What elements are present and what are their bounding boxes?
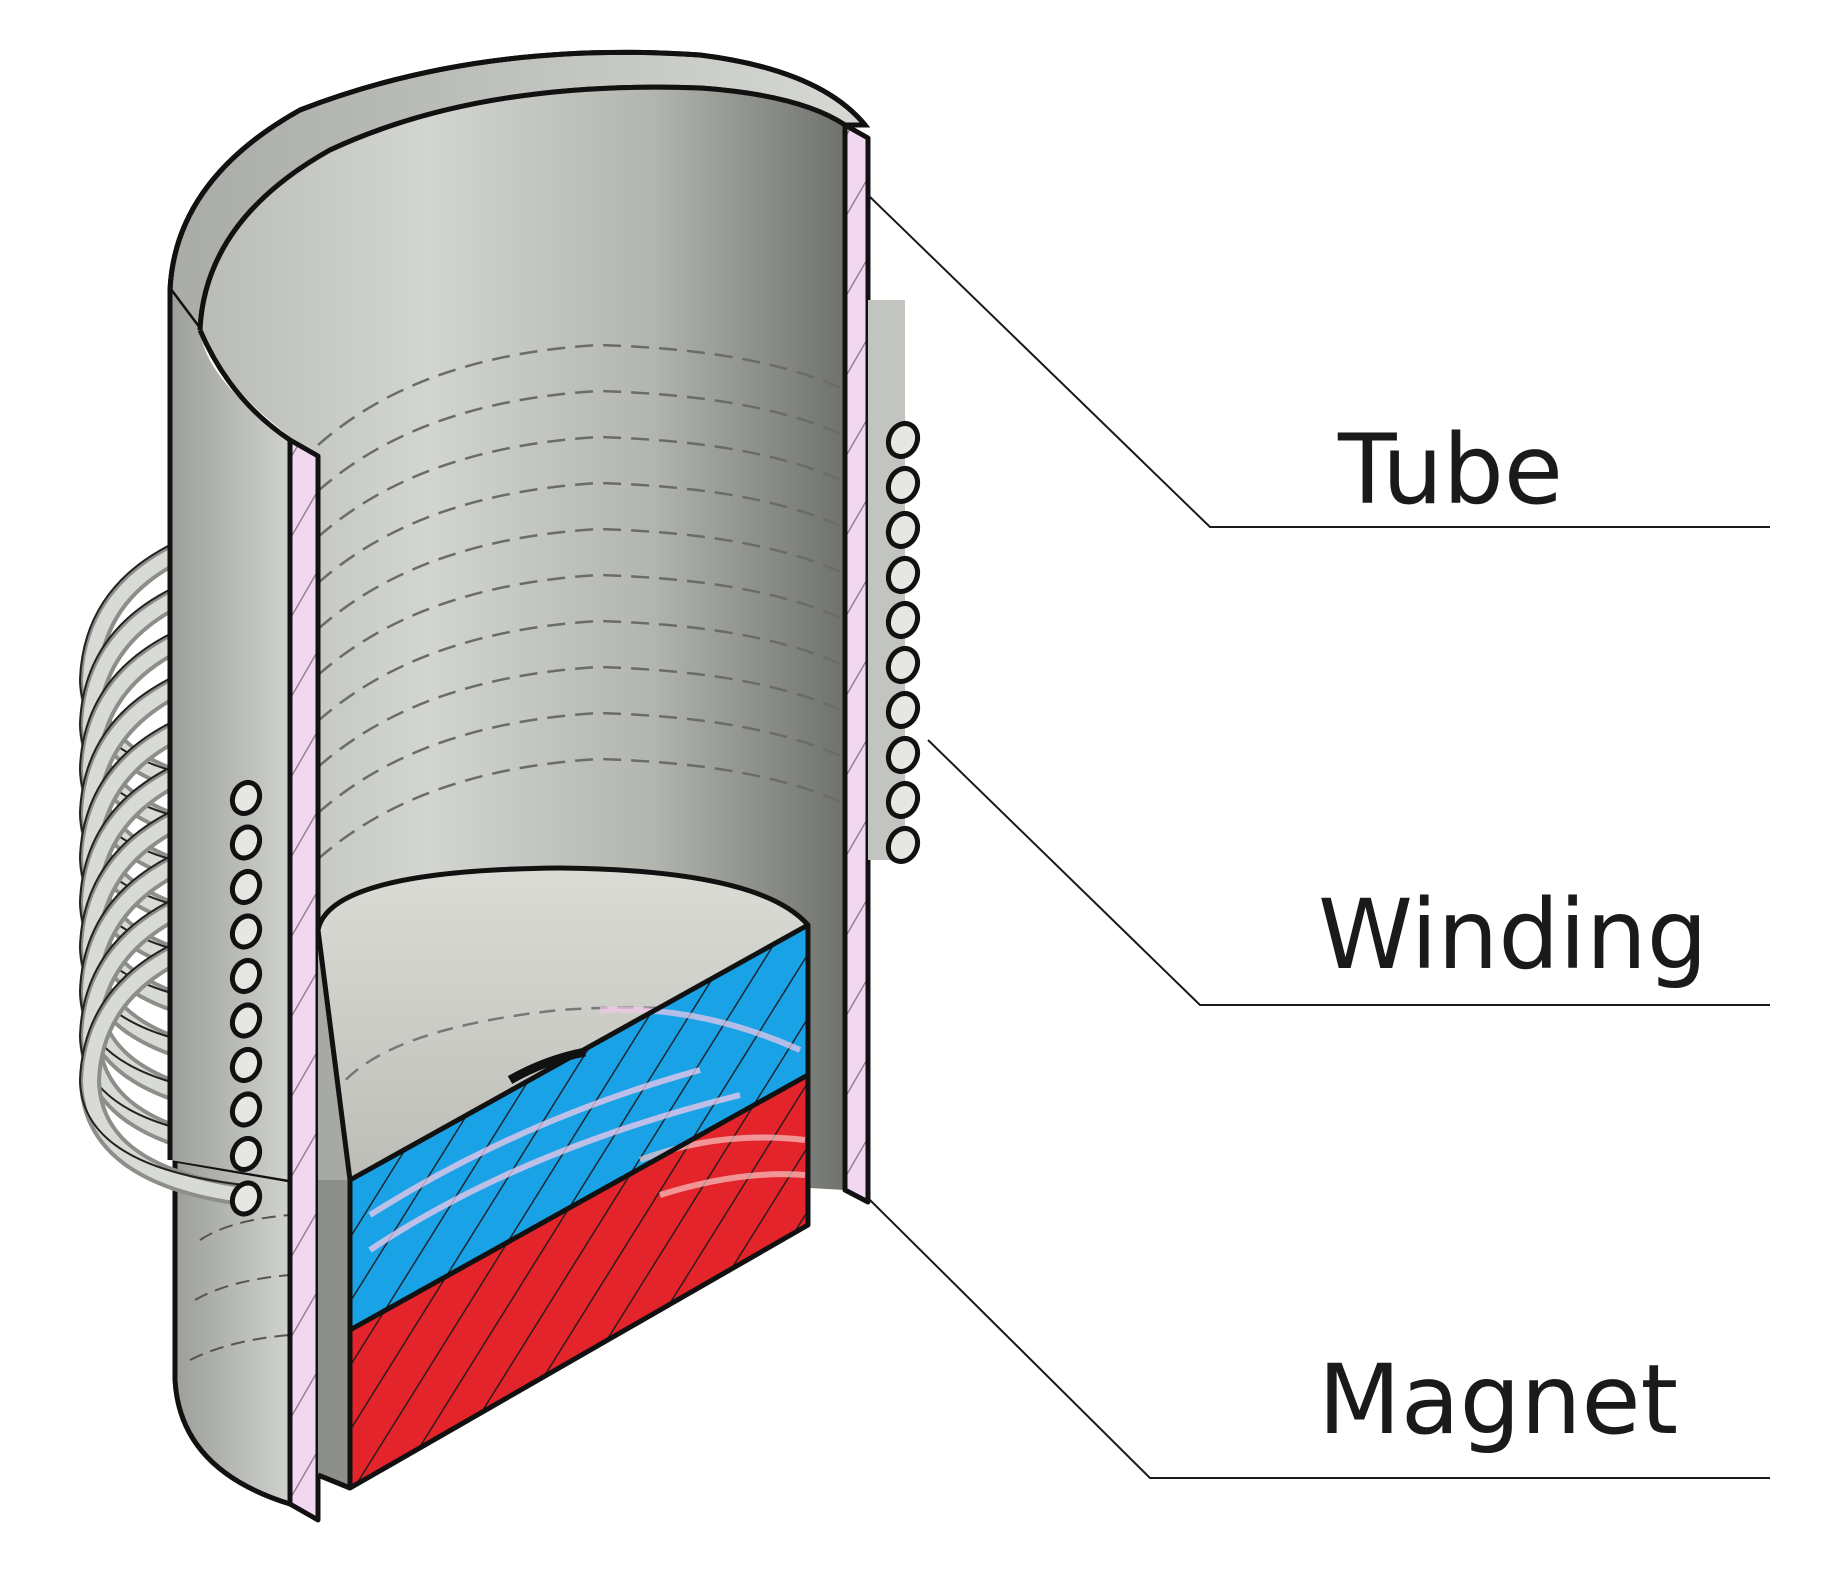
- winding-hidden-line: [317, 757, 846, 860]
- label-magnet: Magnet: [1318, 1344, 1678, 1456]
- label-tube: Tube: [1337, 414, 1563, 526]
- tube-wall-section-right: [842, 122, 871, 1205]
- winding-hidden-line: [317, 665, 846, 768]
- winding-cross-section: [885, 465, 921, 505]
- winding-hidden-line: [317, 527, 846, 630]
- winding-cross-section: [229, 824, 263, 861]
- winding-cross-section: [229, 1046, 263, 1084]
- winding-hidden-line: [317, 389, 846, 492]
- winding-cross-section: [885, 555, 921, 595]
- tube-lower-section: [172, 1157, 293, 1508]
- winding-cross-section: [229, 1002, 263, 1039]
- label-winding: Winding: [1318, 879, 1708, 991]
- winding-cross-section: [885, 780, 921, 820]
- winding-hidden-line: [317, 573, 846, 676]
- winding-cross-section: [229, 1135, 263, 1173]
- leader-tube: [867, 194, 1770, 528]
- winding-cross-section: [885, 645, 921, 685]
- winding-cross-section: [885, 735, 921, 775]
- winding-hidden-line: [317, 343, 846, 446]
- winding-hidden-line: [317, 481, 846, 584]
- winding-cross-section: [229, 913, 263, 950]
- winding-hidden-line: [317, 435, 846, 538]
- leader-magnet: [869, 1199, 1770, 1479]
- winding-cross-section: [885, 690, 921, 730]
- winding-cross-section: [229, 1180, 263, 1217]
- winding-hidden-lines: [317, 343, 846, 860]
- winding-cross-section: [885, 510, 921, 550]
- winding-left-cross-sections: [229, 779, 263, 1217]
- magnet: [315, 865, 811, 1491]
- tube-wall-section-left: [287, 437, 321, 1523]
- winding-cross-section: [885, 600, 921, 640]
- winding-hidden-line: [317, 711, 846, 814]
- winding-cross-section: [229, 957, 263, 995]
- leader-winding: [927, 739, 1770, 1006]
- winding-cross-section: [885, 420, 921, 460]
- winding-hidden-line: [317, 619, 846, 722]
- winding-right-side: [868, 300, 921, 865]
- winding-cross-section: [229, 868, 263, 906]
- winding-cross-section: [229, 779, 263, 817]
- winding-cross-section: [885, 825, 921, 865]
- leader-lines: [867, 194, 1770, 1479]
- winding-cross-section: [229, 1091, 263, 1128]
